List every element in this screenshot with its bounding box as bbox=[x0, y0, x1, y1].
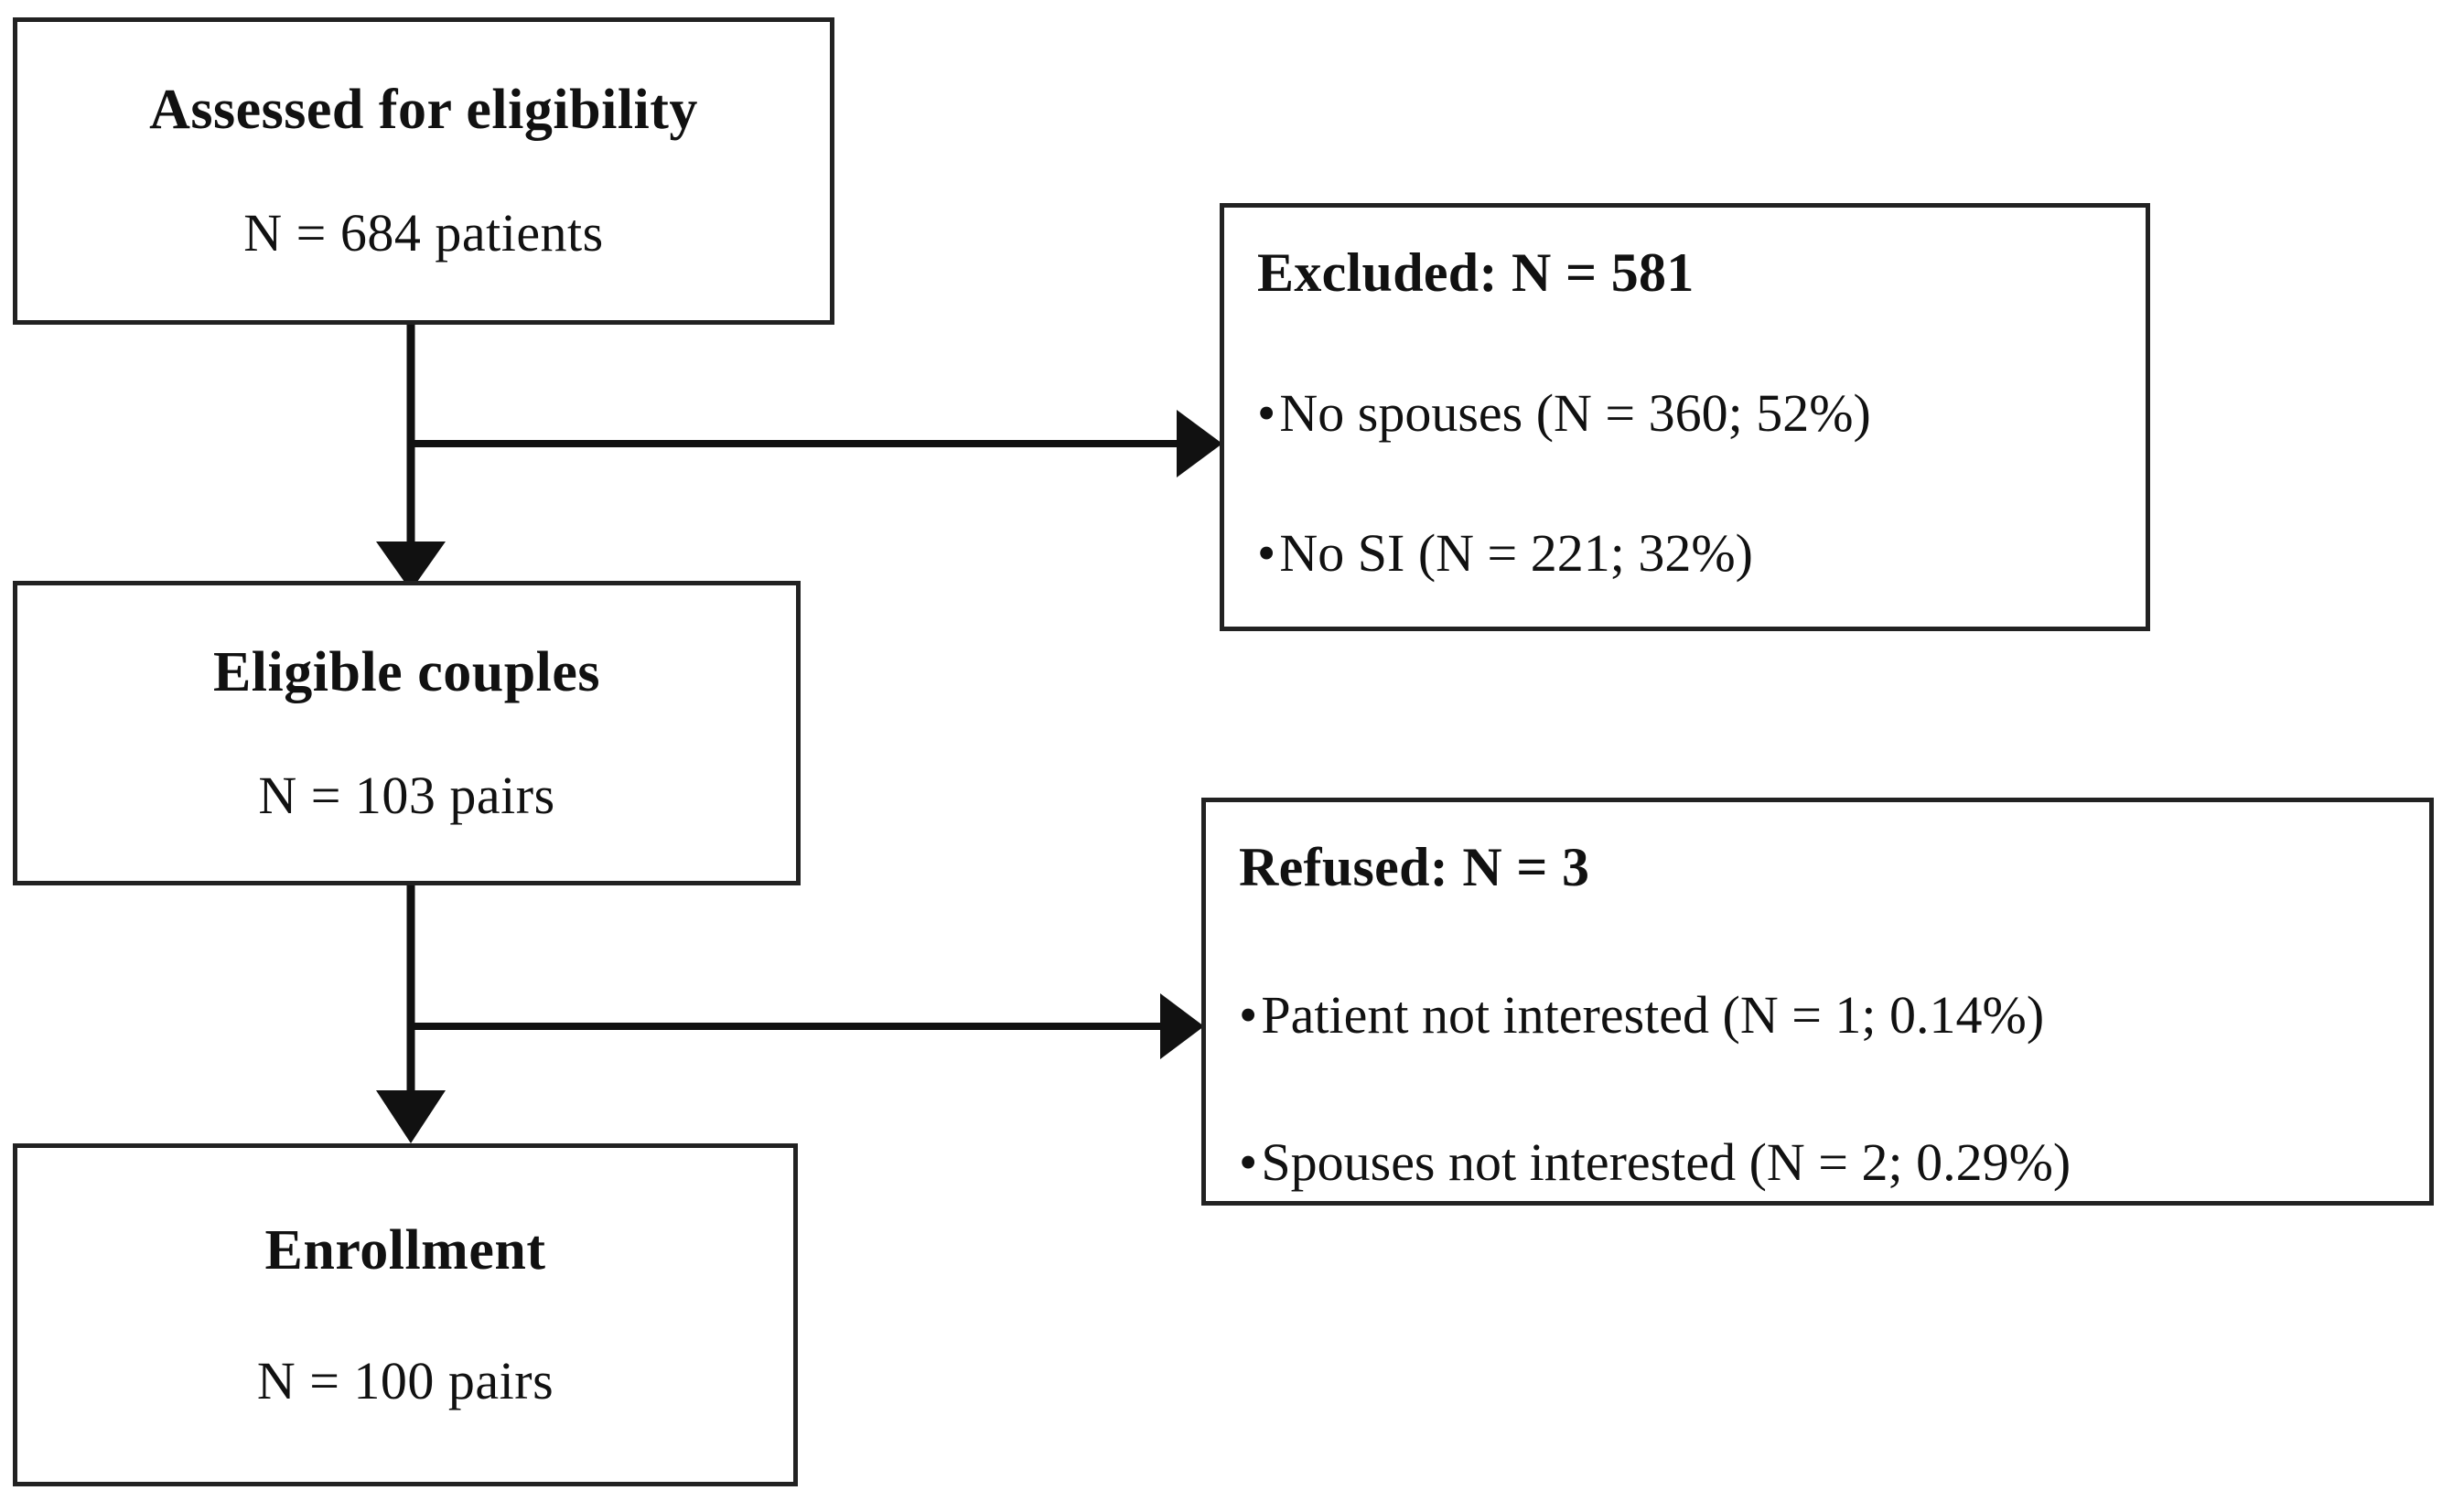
connector-assessed-to-eligible bbox=[376, 325, 446, 591]
excluded-bullet-item: • No spouses (N = 360; 52%) bbox=[1257, 383, 2114, 443]
flow-box-eligible: Eligible couples N = 103 pairs bbox=[13, 581, 801, 885]
refused-heading: Refused: N = 3 bbox=[1239, 837, 1590, 897]
flow-box-assessed-title: Assessed for eligibility bbox=[149, 79, 698, 141]
flow-box-enrollment: Enrollment N = 100 pairs bbox=[13, 1143, 798, 1486]
flow-box-eligible-count: N = 103 pairs bbox=[258, 765, 555, 825]
bullet-dot-icon: • bbox=[1239, 1131, 1258, 1192]
flow-box-assessed-count: N = 684 patients bbox=[243, 203, 604, 263]
excluded-bullet-item: • No SI (N = 221; 32%) bbox=[1257, 522, 2114, 583]
bullet-dot-icon: • bbox=[1239, 985, 1258, 1045]
side-box-excluded: Excluded: N = 581 • No spouses (N = 360;… bbox=[1220, 203, 2150, 631]
connector-eligible-to-refused bbox=[411, 993, 1204, 1059]
bullet-dot-icon: • bbox=[1257, 383, 1276, 443]
refused-bullet-item: • Patient not interested (N = 1; 0.14%) bbox=[1239, 985, 2398, 1045]
flow-box-enrollment-title: Enrollment bbox=[264, 1218, 546, 1281]
refused-bullet-text: Spouses not interested (N = 2; 0.29%) bbox=[1261, 1131, 2071, 1192]
flow-box-enrollment-count: N = 100 pairs bbox=[256, 1350, 554, 1410]
bullet-dot-icon: • bbox=[1257, 522, 1276, 583]
excluded-heading: Excluded: N = 581 bbox=[1257, 242, 1695, 303]
connector-assessed-to-excluded bbox=[411, 410, 1222, 477]
side-box-refused: Refused: N = 3 • Patient not interested … bbox=[1201, 798, 2434, 1206]
excluded-bullet-text: No SI (N = 221; 32%) bbox=[1279, 522, 1753, 583]
flow-box-assessed: Assessed for eligibility N = 684 patient… bbox=[13, 17, 834, 325]
refused-bullet-item: • Spouses not interested (N = 2; 0.29%) bbox=[1239, 1131, 2398, 1192]
excluded-bullet-list: • No spouses (N = 360; 52%) • No SI (N =… bbox=[1257, 383, 2114, 583]
flow-box-eligible-title: Eligible couples bbox=[212, 640, 601, 703]
refused-bullet-list: • Patient not interested (N = 1; 0.14%) … bbox=[1239, 985, 2398, 1192]
excluded-bullet-text: No spouses (N = 360; 52%) bbox=[1279, 383, 1871, 443]
connector-eligible-to-enrollment bbox=[376, 885, 446, 1143]
refused-bullet-text: Patient not interested (N = 1; 0.14%) bbox=[1261, 985, 2045, 1045]
